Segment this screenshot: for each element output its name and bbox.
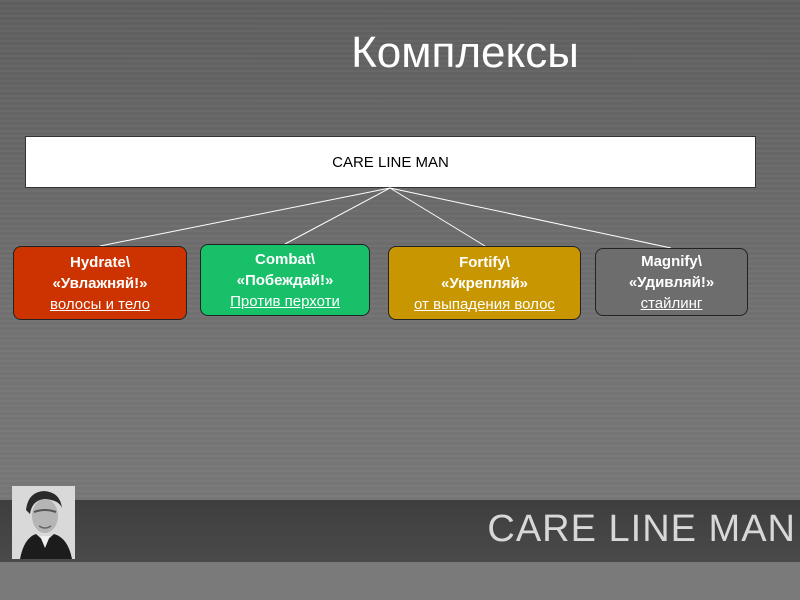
node-link[interactable]: от выпадения волос bbox=[414, 295, 555, 313]
slide-title: Комплексы bbox=[351, 28, 579, 77]
connector-line bbox=[99, 187, 391, 247]
node-link[interactable]: стайлинг bbox=[640, 294, 703, 312]
portrait-image bbox=[12, 486, 75, 559]
footer-band bbox=[0, 500, 800, 562]
man-portrait-icon bbox=[12, 486, 75, 559]
node-slogan: «Удивляй!» bbox=[628, 273, 715, 291]
root-node-label: CARE LINE MAN bbox=[332, 153, 449, 171]
node-slogan: «Увлажняй!» bbox=[52, 274, 148, 292]
node-name: Magnify\ bbox=[641, 252, 702, 270]
connector-line bbox=[389, 187, 672, 249]
node-magnify: Magnify\ «Удивляй!» стайлинг bbox=[595, 248, 748, 316]
connector-line bbox=[284, 187, 391, 245]
bottom-strip bbox=[0, 562, 800, 600]
root-node: CARE LINE MAN bbox=[25, 136, 756, 188]
node-combat: Combat\ «Побеждай!» Против перхоти bbox=[200, 244, 370, 316]
node-fortify: Fortify\ «Укрепляй» от выпадения волос bbox=[388, 246, 581, 320]
connector-line bbox=[389, 187, 486, 247]
footer-logo-text: CARE LINE MAN bbox=[487, 508, 796, 550]
node-name: Hydrate\ bbox=[69, 253, 131, 271]
node-hydrate: Hydrate\ «Увлажняй!» волосы и тело bbox=[13, 246, 187, 320]
node-slogan: «Побеждай!» bbox=[236, 271, 334, 289]
node-link[interactable]: волосы и тело bbox=[50, 295, 150, 313]
node-name: Fortify\ bbox=[459, 253, 510, 271]
node-link[interactable]: Против перхоти bbox=[230, 292, 340, 310]
node-name: Combat\ bbox=[255, 250, 315, 268]
node-slogan: «Укрепляй» bbox=[440, 274, 529, 292]
